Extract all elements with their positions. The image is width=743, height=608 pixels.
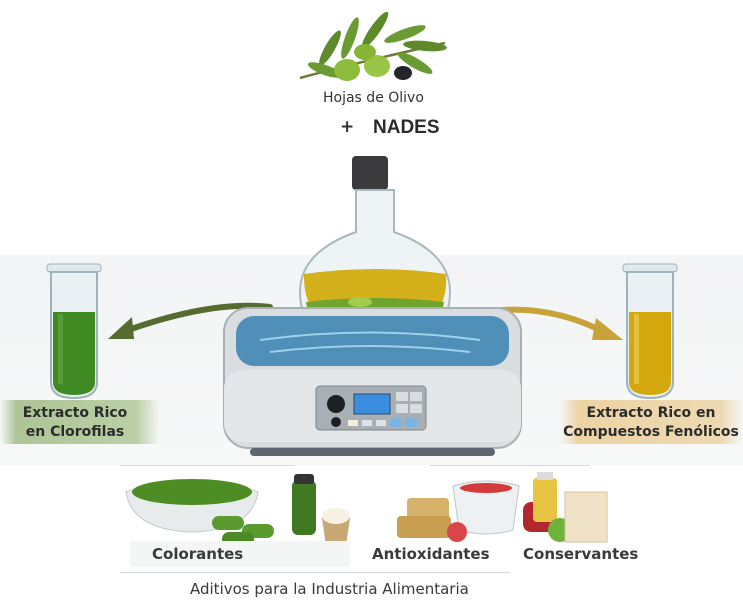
source-label: Hojas de Olivo [323,90,424,106]
ultrasonic-bath-icon [223,307,522,456]
chlorophyll-extract-label: Extracto Rico en Clorofilas [0,404,150,442]
chlorophyll-label-line2: en Clorofilas [25,424,125,440]
label-brush-gold [560,400,743,444]
application-colorants: Colorantes [152,545,244,563]
colorant-label-bg [130,541,350,567]
footer-divider [120,572,510,573]
label-brush-green [0,400,160,444]
olive-branch-icon [299,11,447,81]
phenolic-label-line1: Extracto Rico en [586,405,716,421]
divider-left [120,465,295,466]
phenolic-extract-label: Extracto Rico en Compuestos Fenólicos [556,404,743,442]
antioxidant-preservative-products-icon [397,472,608,543]
plus-symbol: + [340,117,355,137]
application-antioxidants: Antioxidantes [372,545,490,563]
colorant-products-icon [125,474,350,546]
application-preservatives: Conservantes [523,545,639,563]
test-tube-phenolic-icon [622,263,678,400]
test-tube-chlorophyll-icon [46,263,102,400]
divider-right [430,465,590,466]
arrow-left-icon [108,302,273,339]
phenolic-label-line2: Compuestos Fenólicos [563,424,739,440]
solvent-label: NADES [373,117,440,138]
chlorophyll-label-line1: Extracto Rico [22,405,128,421]
applications-footer: Aditivos para la Industria Alimentaria [190,580,469,598]
